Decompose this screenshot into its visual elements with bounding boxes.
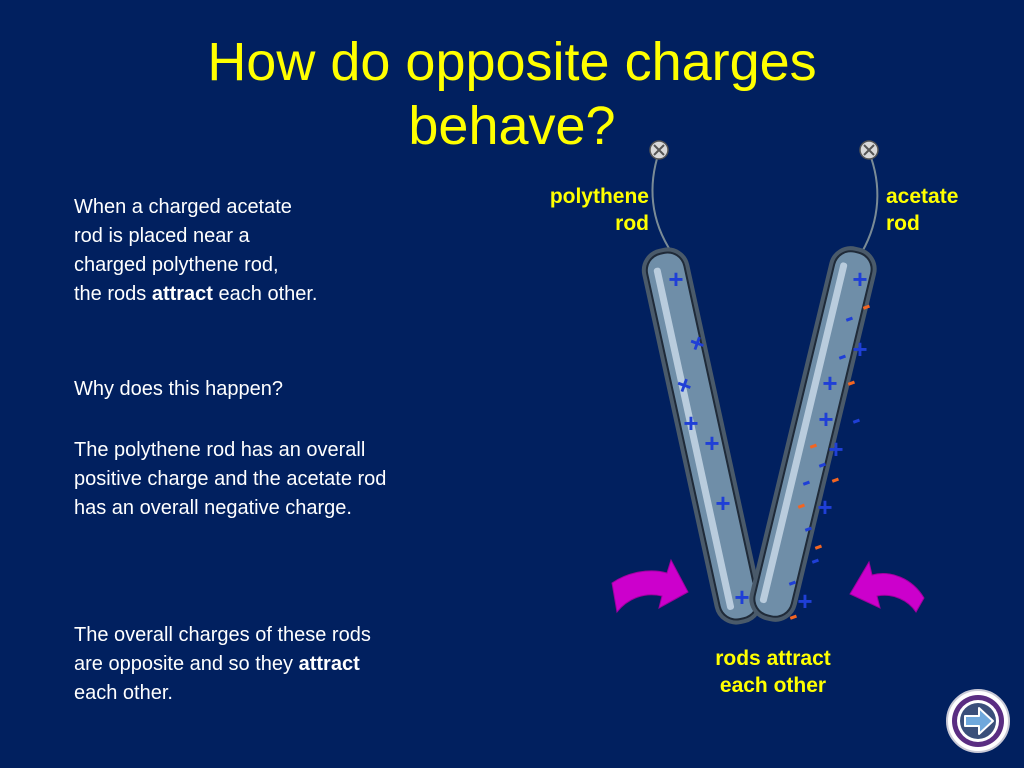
plus-charge: +: [818, 404, 833, 434]
polythene-string: [651, 151, 673, 254]
intro-text: each other.: [212, 283, 318, 305]
intro-line: When a charged acetate: [74, 196, 292, 218]
intro-line: charged polythene rod,: [74, 254, 279, 276]
plus-charge: +: [683, 408, 698, 438]
explanation-paragraph: The polythene rod has an overall positiv…: [74, 436, 386, 523]
plus-charge: +: [734, 582, 749, 612]
acetate-rod: [749, 246, 877, 622]
next-slide-button[interactable]: [945, 688, 1011, 754]
plus-charge: +: [852, 334, 867, 364]
next-arrow-icon: [946, 689, 1010, 753]
acetate-rod-label: acetate rod: [886, 183, 996, 237]
intro-line: the rods attract each other.: [74, 280, 318, 309]
conclusion-emphasis: attract: [298, 653, 360, 675]
left-attract-arrow-icon: [611, 558, 689, 614]
plus-charge: +: [822, 368, 837, 398]
conclusion-text: are opposite and so they: [74, 653, 299, 675]
minus-charge: -: [846, 403, 864, 434]
plus-charge: +: [828, 434, 843, 464]
caption-line: rods attract: [715, 647, 831, 670]
conclusion-line: The overall charges of these rods: [74, 624, 371, 646]
plus-charge: +: [817, 492, 832, 522]
intro-text: the rods: [74, 283, 152, 305]
plus-charge: +: [852, 264, 867, 294]
plus-charge: +: [797, 586, 812, 616]
plus-charge: +: [715, 488, 730, 518]
intro-emphasis: attract: [151, 283, 213, 305]
label-line: rod: [886, 212, 920, 235]
label-line: polythene: [549, 185, 649, 208]
plus-charge: +: [668, 264, 683, 294]
explanation-line: The polythene rod has an overall: [74, 439, 366, 461]
acetate-string: [861, 151, 879, 253]
explanation-line: has an overall negative charge.: [74, 497, 352, 519]
pivot-screw-icon: [859, 140, 879, 160]
caption-line: each other: [719, 674, 827, 697]
intro-line: rod is placed near a: [74, 225, 250, 247]
label-line: acetate: [886, 185, 959, 208]
label-line: rod: [615, 212, 649, 235]
title-line-2: behave?: [408, 96, 616, 156]
conclusion-line: each other.: [74, 682, 173, 704]
intro-paragraph: When a charged acetate rod is placed nea…: [74, 193, 318, 309]
right-attract-arrow-icon: [849, 560, 925, 613]
slide-title: How do opposite charges behave?: [112, 30, 912, 158]
conclusion-paragraph: The overall charges of these rods are op…: [74, 621, 371, 708]
rods-attract-caption: rods attract each other: [688, 645, 858, 699]
question-text: Why does this happen?: [74, 378, 284, 400]
polythene-rod-label: polythene rod: [505, 183, 649, 237]
minus-charge: -: [825, 462, 843, 493]
explanation-line: positive charge and the acetate rod: [74, 468, 387, 490]
polythene-rod: [641, 247, 763, 625]
title-line-1: How do opposite charges: [207, 32, 817, 92]
pivot-screw-icon: [649, 140, 669, 160]
plus-charge: +: [704, 428, 719, 458]
conclusion-line: are opposite and so they attract: [74, 650, 371, 679]
